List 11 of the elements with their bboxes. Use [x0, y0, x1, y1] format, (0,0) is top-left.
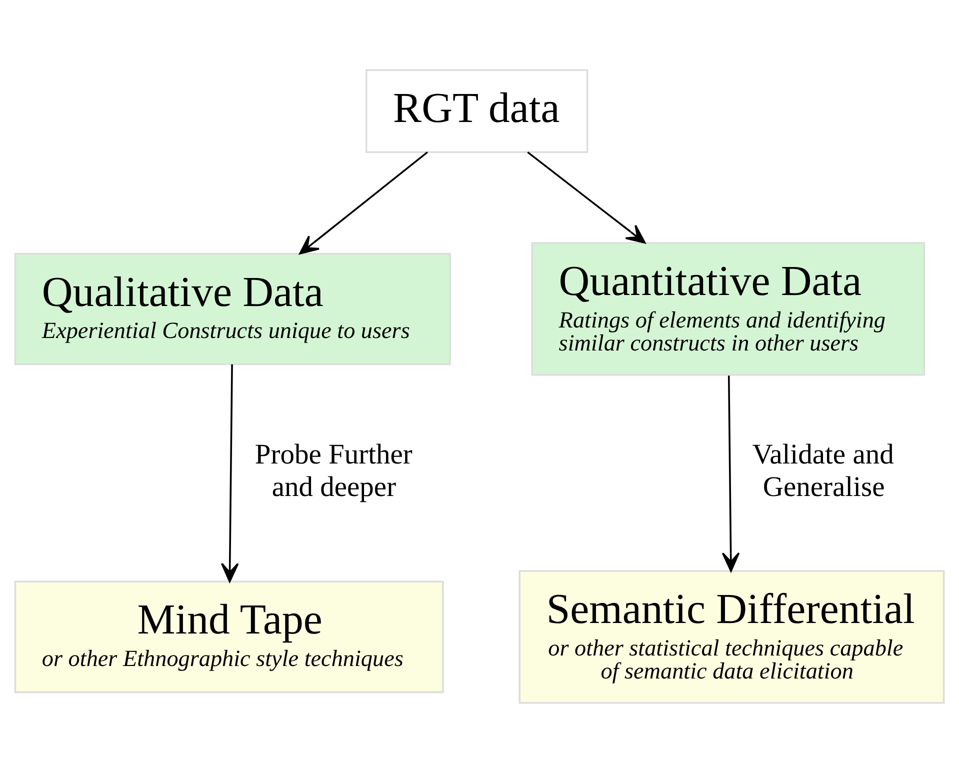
edge-label: Probe Further and deeper — [254, 440, 412, 503]
arrow — [299, 152, 428, 254]
node-box: Semantic Differential or other statistical techniques capable of semantic data elicitation — [518, 570, 945, 704]
arrow — [220, 364, 239, 582]
node-box: RGT data — [365, 69, 588, 153]
arrow — [722, 376, 740, 572]
node-box: Mind Tape or other Ethnographic style techniques — [14, 580, 444, 694]
node-box: Qualitative Data Experiential Constructs unique to users — [14, 252, 451, 366]
arrow — [527, 152, 646, 244]
node-box: Quantitative Data Ratings of elements and identifying similar constructs in other users — [531, 242, 926, 376]
edge-label: Validate and Generalise — [752, 440, 894, 503]
